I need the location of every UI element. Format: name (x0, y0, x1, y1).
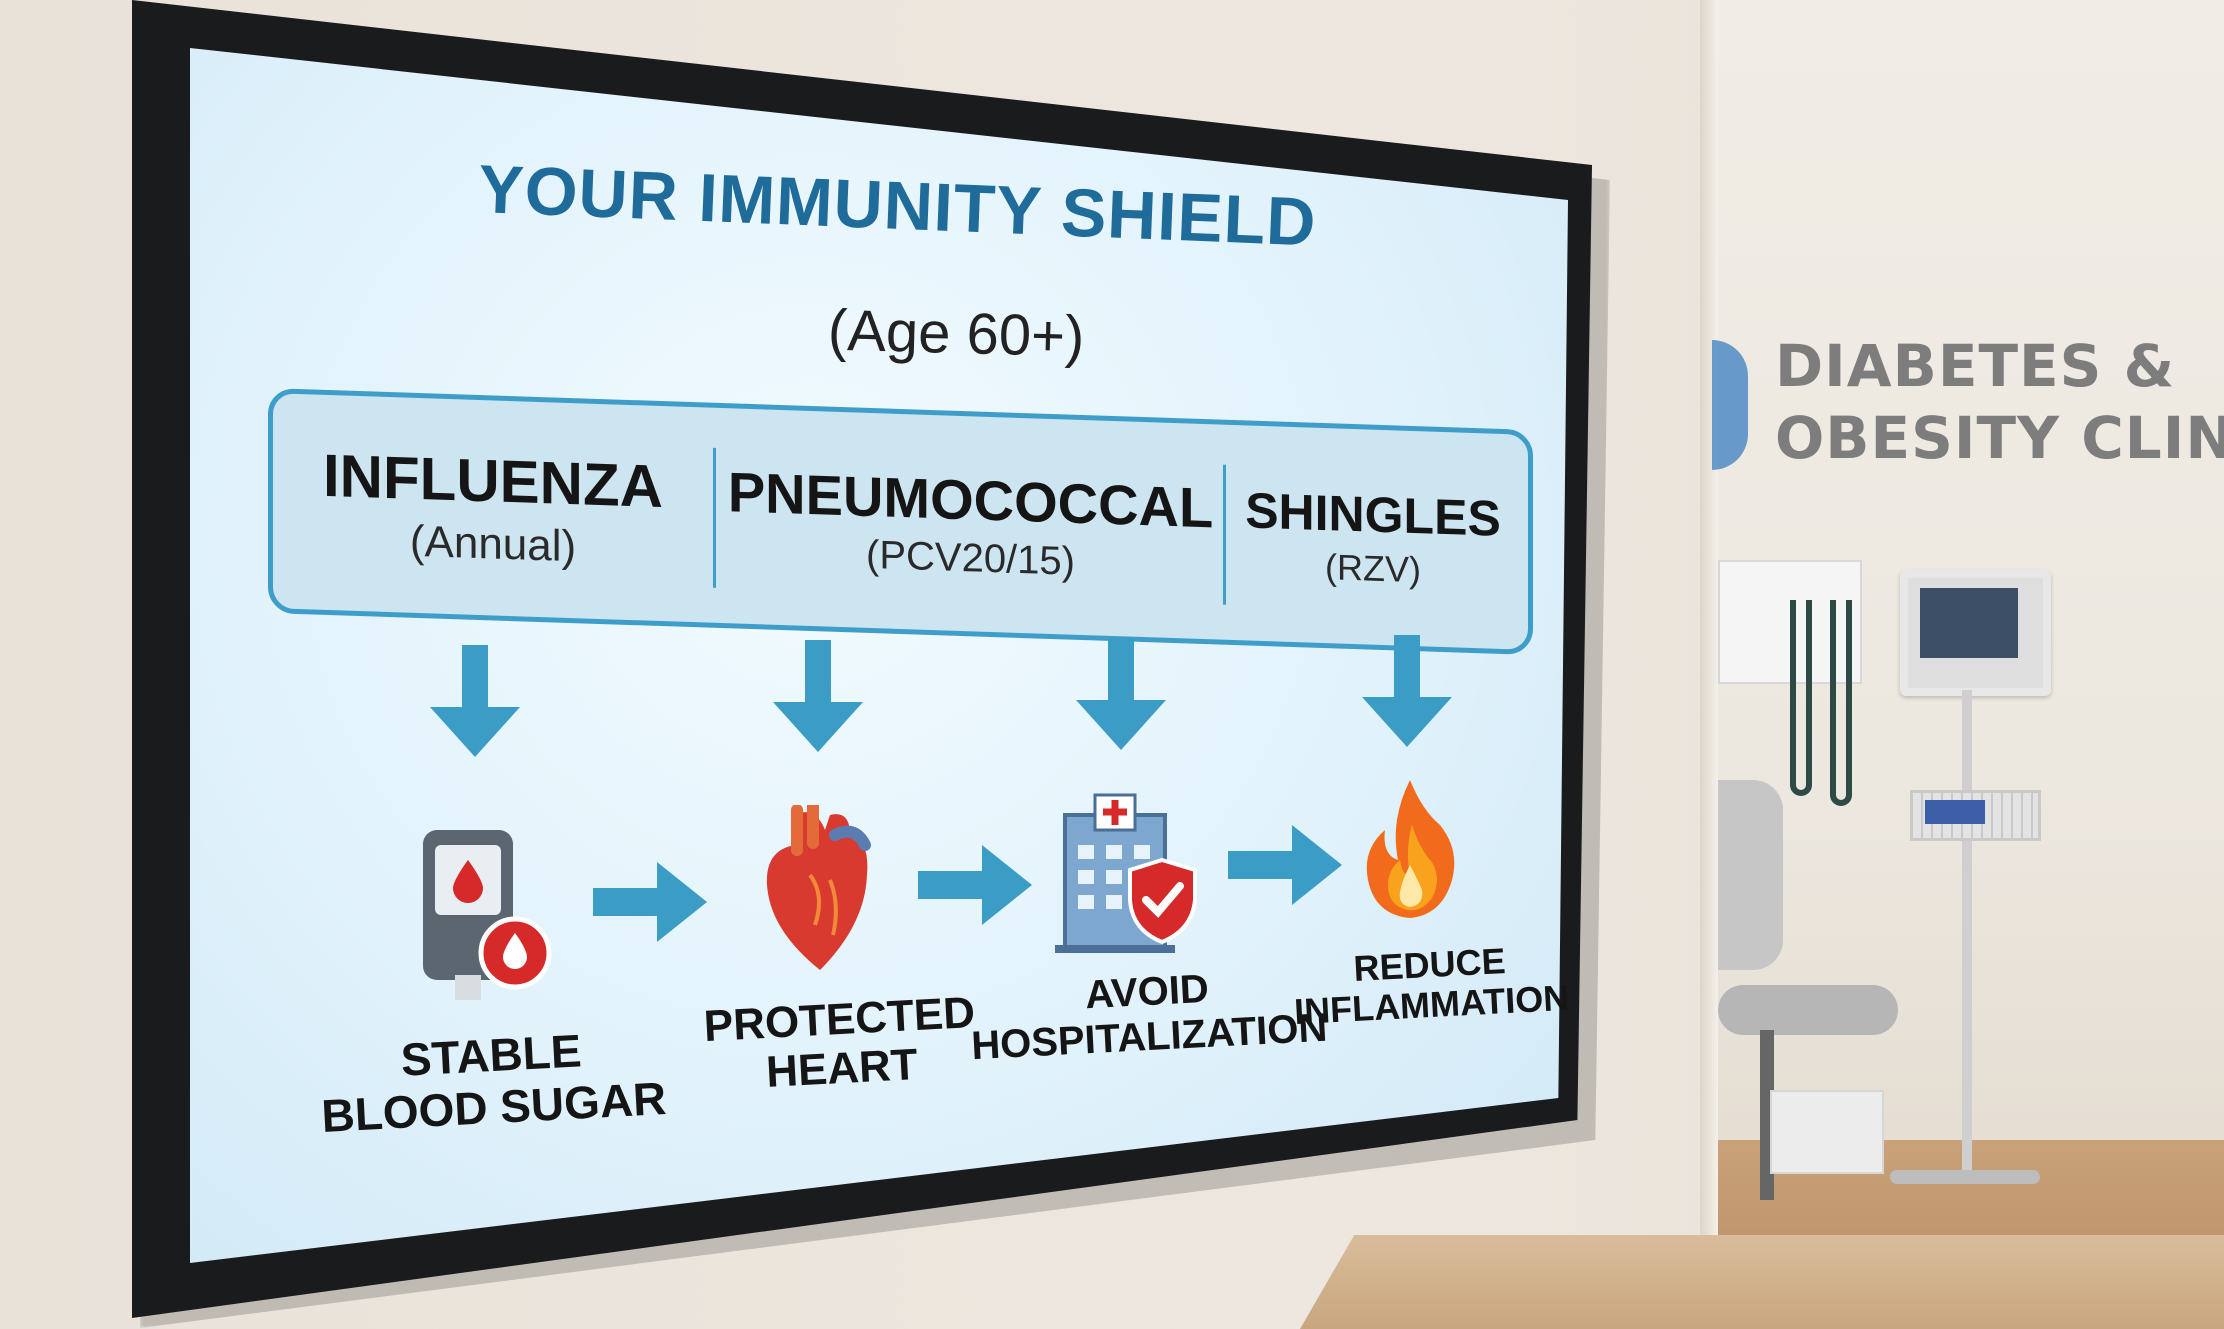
hospital-shield-icon (1055, 793, 1197, 953)
supply-box (1925, 800, 1985, 824)
monitor-stand-pole (1962, 690, 1972, 1170)
vaccine-panel: INFLUENZA (Annual) PNEUMOCOCCAL (PCV20/1… (268, 388, 1533, 655)
flame-icon (1366, 780, 1455, 918)
tv-screen (190, 48, 1568, 1263)
poster-subtitle: (Age 60+) (827, 297, 1086, 370)
reception-desk (1300, 1235, 2224, 1329)
vaccine-name: SHINGLES (1245, 481, 1501, 547)
outcome-reduce-inflammation: REDUCE INFLAMMATION (1291, 938, 1570, 1033)
clinic-sign: DIABETES & OBESITY CLINIC (1775, 330, 2224, 474)
wall-corner (1700, 0, 1718, 1329)
heart-icon (766, 805, 871, 970)
vaccine-detail: (Annual) (409, 516, 577, 572)
ophthalmoscope-cord (1830, 600, 1852, 806)
vaccine-shingles: SHINGLES (RZV) (1228, 425, 1518, 650)
vitals-monitor (1900, 570, 2051, 696)
glucose-meter-icon (423, 830, 552, 1000)
clinic-logo-icon (1712, 340, 1748, 470)
outcome-protected-heart: PROTECTED HEART (703, 988, 979, 1101)
cabinet (1770, 1090, 1884, 1174)
vaccine-influenza: INFLUENZA (Annual) (273, 393, 713, 623)
vitals-monitor-screen (1920, 588, 2018, 658)
vaccine-divider (713, 447, 716, 588)
exam-chair-back (1718, 780, 1783, 970)
vaccine-divider (1223, 464, 1226, 605)
vaccine-pneumococcal: PNEUMOCOCCAL (PCV20/15) (718, 408, 1223, 640)
clinic-sign-line-2: OBESITY CLINIC (1775, 404, 2224, 472)
exam-chair-seat (1718, 985, 1898, 1035)
clinic-sign-line-1: DIABETES & (1775, 332, 2176, 400)
outcome-stable-blood-sugar: STABLE BLOOD SUGAR (318, 1021, 668, 1142)
vaccine-detail: (PCV20/15) (866, 532, 1075, 584)
vaccine-name: INFLUENZA (323, 441, 663, 521)
otoscope-cord (1790, 600, 1812, 796)
monitor-stand-base (1890, 1170, 2040, 1184)
vaccine-name: PNEUMOCOCCAL (727, 459, 1214, 539)
vaccine-detail: (RZV) (1325, 545, 1421, 590)
outcome-avoid-hospitalization: AVOID HOSPITALIZATION (968, 961, 1328, 1069)
